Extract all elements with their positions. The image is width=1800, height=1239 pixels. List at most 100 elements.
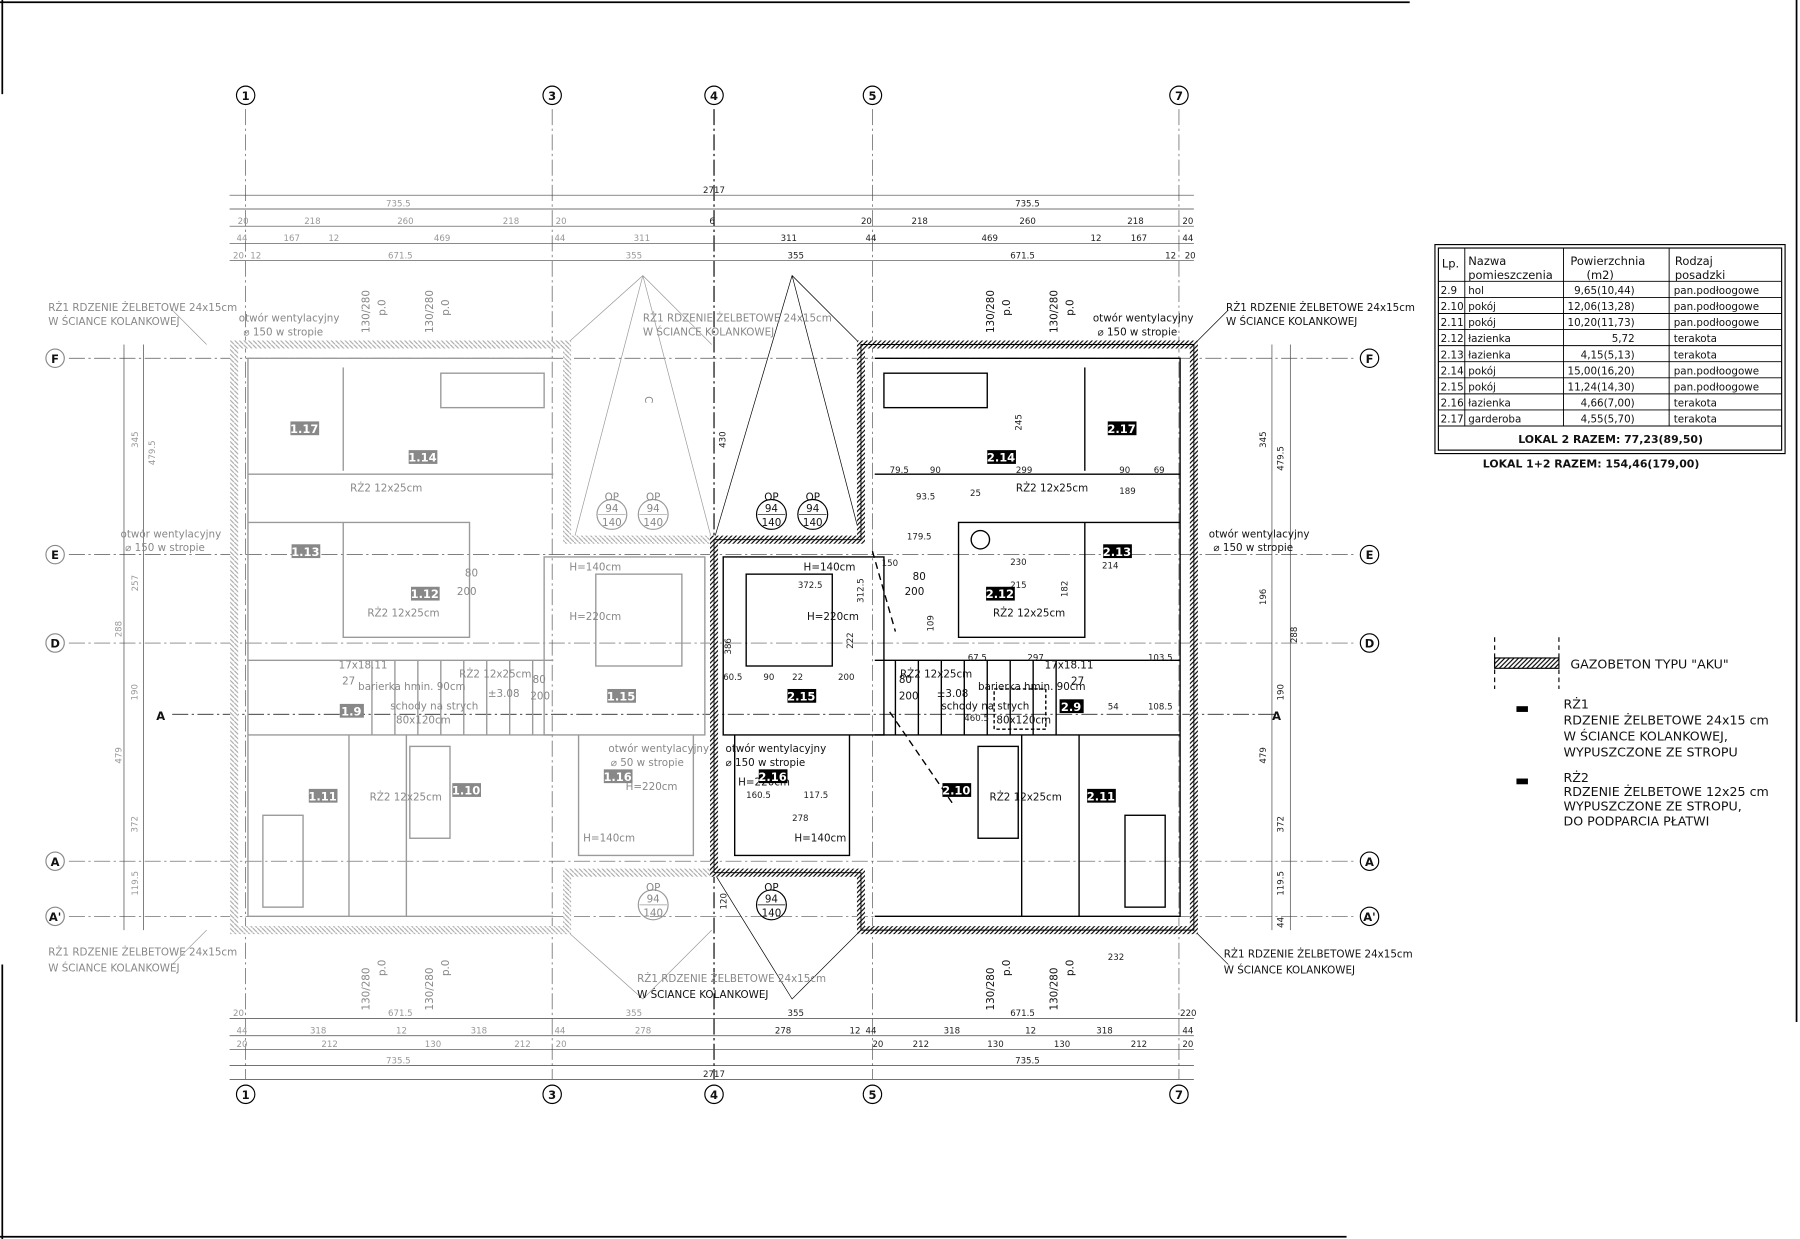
- svg-text:469: 469: [434, 234, 450, 244]
- svg-text:otwór wentylacyjny: otwór wentylacyjny: [726, 743, 827, 755]
- axis-bubble-E-left: E: [45, 544, 65, 565]
- svg-text:A': A': [1363, 910, 1375, 924]
- svg-text:20: 20: [1185, 251, 1196, 261]
- dimension-lines: [123, 194, 1291, 1080]
- svg-text:130/280: 130/280: [361, 290, 373, 333]
- svg-text:2.16: 2.16: [758, 770, 786, 784]
- svg-text:schody na strych: schody na strych: [941, 701, 1029, 713]
- svg-text:479: 479: [115, 747, 125, 763]
- svg-text:735.5: 735.5: [386, 200, 411, 210]
- cell-floor: terakota: [1674, 414, 1717, 426]
- svg-text:460.5: 460.5: [964, 714, 989, 724]
- axis-bubble-7: 7: [1169, 85, 1189, 106]
- svg-text:22: 22: [792, 673, 803, 683]
- cell-floor: terakota: [1674, 349, 1717, 361]
- svg-text:RŻ2 12x25cm: RŻ2 12x25cm: [367, 607, 439, 620]
- cell-floor: pan.podłoogowe: [1674, 381, 1759, 393]
- top-dimensions: 2717 735.5 735.5 20 218 260 218 20 6 20 …: [233, 186, 1196, 261]
- svg-text:232: 232: [1108, 953, 1124, 963]
- bottom-dimensions: 20 671.5 355 355 671.5 220 44 318 12 318…: [233, 953, 1197, 1080]
- svg-text:RŻ1 RDZENIE ŻELBETOWE 24x15cm: RŻ1 RDZENIE ŻELBETOWE 24x15cm: [48, 301, 237, 314]
- svg-text:90: 90: [1119, 466, 1130, 476]
- cell-lp: 2.12: [1441, 333, 1464, 345]
- section-cut-label: C: [642, 396, 654, 403]
- table-total: LOKAL 2 RAZEM: 77,23(89,50): [1518, 433, 1703, 446]
- svg-text:372.5: 372.5: [798, 581, 823, 591]
- svg-text:167: 167: [1131, 234, 1147, 244]
- room-tag: 1.14: [408, 450, 438, 465]
- room-tag: 2.15: [787, 688, 817, 703]
- svg-text:H=140cm: H=140cm: [569, 562, 621, 574]
- rz2-symbol-icon: [1516, 778, 1528, 785]
- svg-text:260: 260: [1019, 217, 1035, 227]
- svg-text:E: E: [1366, 548, 1374, 562]
- cell-lp: 2.11: [1441, 317, 1464, 329]
- svg-text:79.5: 79.5: [890, 466, 909, 476]
- svg-text:299: 299: [1016, 466, 1032, 476]
- svg-text:318: 318: [944, 1026, 960, 1036]
- room-schedule-table: Lp. Nazwa pomieszczenia Powierzchnia (m2…: [1434, 244, 1786, 455]
- room-tag: 2.11: [1087, 788, 1116, 803]
- svg-text:5: 5: [868, 89, 876, 103]
- room-tag: 1.12: [411, 586, 440, 601]
- svg-text:WYPUSZCZONE ZE STROPU,: WYPUSZCZONE ZE STROPU,: [1564, 799, 1742, 814]
- svg-text:OP: OP: [764, 492, 778, 504]
- svg-text:W ŚCIANCE KOLANKOWEJ,: W ŚCIANCE KOLANKOWEJ,: [1564, 729, 1728, 744]
- svg-text:80: 80: [533, 674, 546, 686]
- svg-text:Nazwa: Nazwa: [1468, 254, 1506, 268]
- svg-text:318: 318: [1096, 1026, 1112, 1036]
- cell-area: 10,20(11,73): [1568, 317, 1635, 329]
- cell-area: 11,24(14,30): [1568, 381, 1635, 393]
- svg-text:140: 140: [643, 517, 663, 529]
- svg-text:2.15: 2.15: [787, 689, 815, 703]
- svg-text:479.5: 479.5: [1276, 446, 1286, 471]
- svg-text:1.12: 1.12: [411, 587, 439, 601]
- svg-text:2.9: 2.9: [1061, 700, 1081, 714]
- axis-bubble-F-right: F: [1359, 348, 1380, 369]
- svg-text:218: 218: [304, 217, 320, 227]
- svg-text:222: 222: [846, 632, 856, 648]
- svg-text:90: 90: [930, 466, 941, 476]
- svg-text:p.0: p.0: [1001, 299, 1013, 315]
- svg-text:140: 140: [762, 517, 782, 529]
- axis-bubble-A-right: A: [1359, 851, 1380, 871]
- svg-text:W ŚCIANCE KOLANKOWEJ: W ŚCIANCE KOLANKOWEJ: [48, 315, 179, 328]
- svg-text:6: 6: [709, 217, 714, 227]
- svg-text:17x18.11: 17x18.11: [1045, 659, 1094, 671]
- svg-text:196: 196: [1259, 589, 1269, 605]
- svg-text:215: 215: [1010, 581, 1026, 591]
- svg-text:OP: OP: [764, 882, 778, 894]
- svg-text:212: 212: [913, 1040, 929, 1050]
- svg-text:F: F: [51, 352, 59, 366]
- svg-text:otwór wentylacyjny: otwór wentylacyjny: [121, 528, 222, 540]
- axis-bubbles: 1 3 4 5 7 1 3 4 5 7 F E D A A' F E D A A…: [45, 85, 1380, 1105]
- svg-text:260: 260: [397, 217, 413, 227]
- unit-1-walls: [230, 340, 719, 935]
- cell-area: 5,72: [1612, 333, 1635, 345]
- svg-text:212: 212: [321, 1040, 337, 1050]
- svg-text:H=140cm: H=140cm: [794, 833, 846, 845]
- svg-text:p.0: p.0: [377, 960, 389, 976]
- svg-text:4: 4: [710, 1088, 718, 1102]
- svg-text:54: 54: [1108, 703, 1119, 713]
- axis-bubble-1-bottom: 1: [235, 1084, 256, 1105]
- svg-text:barierka hmin. 90cm: barierka hmin. 90cm: [978, 681, 1085, 693]
- svg-text:130: 130: [1054, 1040, 1070, 1050]
- svg-text:182: 182: [1061, 581, 1071, 597]
- svg-text:318: 318: [310, 1026, 326, 1036]
- svg-text:H=220cm: H=220cm: [569, 611, 621, 623]
- svg-text:±3.08: ±3.08: [937, 688, 969, 700]
- svg-text:RŻ2 12x25cm: RŻ2 12x25cm: [993, 607, 1065, 620]
- svg-text:160.5: 160.5: [746, 791, 771, 801]
- svg-text:12: 12: [1025, 1026, 1036, 1036]
- svg-text:12: 12: [1091, 234, 1102, 244]
- svg-text:80: 80: [465, 567, 478, 579]
- legend-rz2: RŻ2 RDZENIE ŻELBETOWE 12x25 cm WYPUSZCZO…: [1516, 770, 1769, 829]
